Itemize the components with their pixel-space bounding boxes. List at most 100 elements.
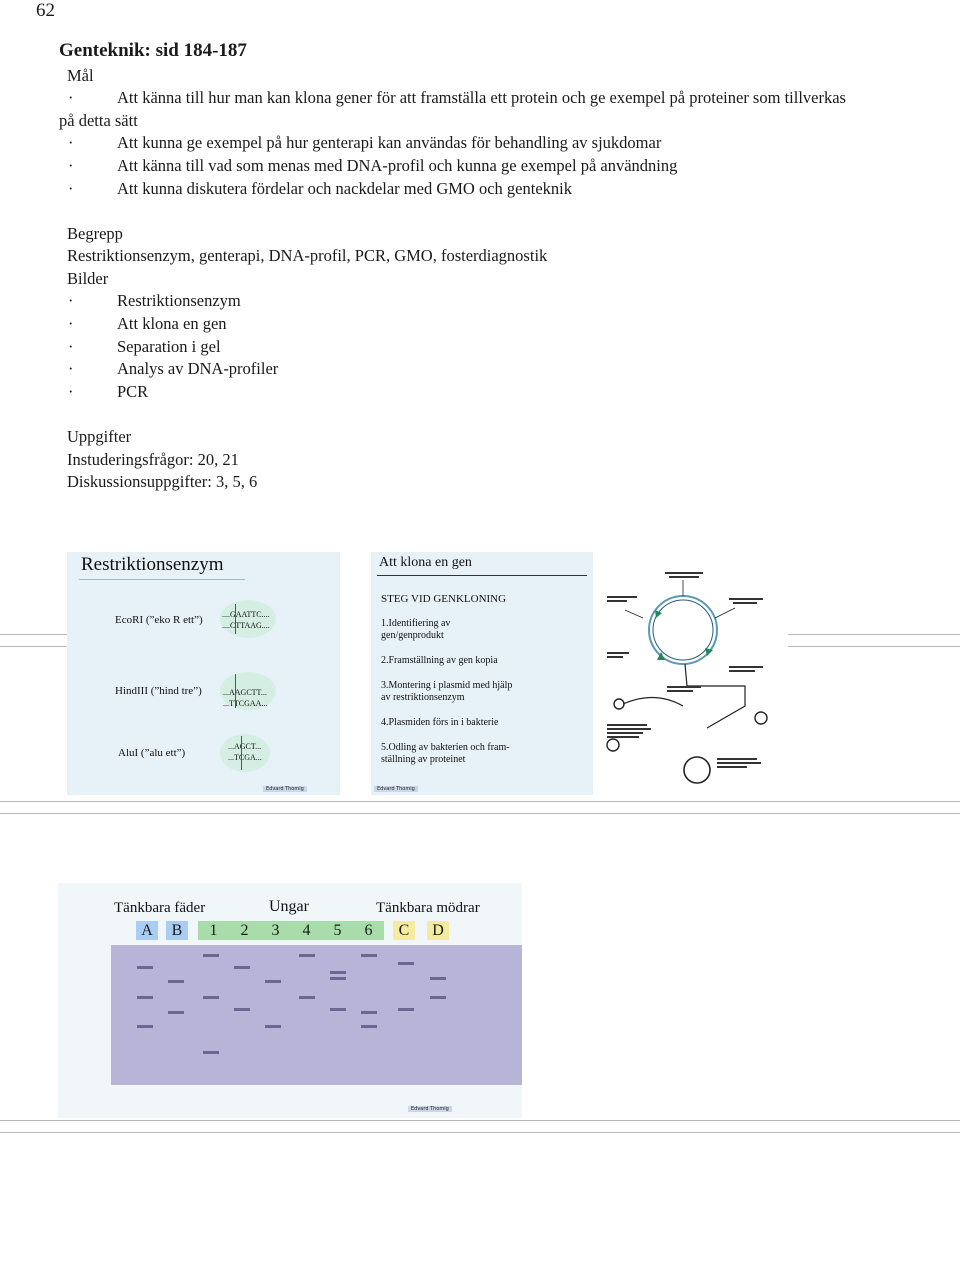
- gel: [111, 945, 522, 1085]
- concepts-text: Restriktionsenzym, genterapi, DNA-profil…: [67, 246, 548, 265]
- bacterium-shape: [683, 756, 711, 784]
- dna-blob: [220, 600, 276, 638]
- gel-band: [361, 954, 377, 957]
- arrow-marker: [655, 610, 662, 618]
- divider: [0, 1132, 960, 1133]
- title-underline: [377, 575, 587, 576]
- bullet: ·: [68, 156, 74, 175]
- goal-item: Att känna till hur man kan klona gener f…: [117, 88, 846, 107]
- slide-footer: Edvard Thomig: [374, 786, 418, 792]
- gel-band: [398, 962, 414, 965]
- plasmid-ring-inner: [652, 599, 714, 661]
- gel-band: [234, 1008, 250, 1011]
- slide-restriction-enzyme: Restriktionsenzym EcoRI (”eko R ett”) ..…: [67, 552, 340, 795]
- images-title: Bilder: [67, 269, 109, 288]
- cell-shape: [613, 698, 625, 710]
- concepts-title: Begrepp: [67, 224, 123, 243]
- gel-band: [361, 1011, 377, 1014]
- discussion-tasks: Diskussionsuppgifter: 3, 5, 6: [67, 472, 258, 491]
- slide-footer: Edvard Thomig: [263, 786, 307, 792]
- lane-label-c: C: [393, 921, 415, 940]
- step-text: 5.Odling av bakterien och fram-: [381, 742, 510, 753]
- lane-label-1: 1: [198, 921, 229, 940]
- sequence: ....CTTAAG....: [222, 621, 270, 630]
- gel-band: [330, 977, 346, 980]
- image-item: Separation i gel: [117, 337, 221, 356]
- cut-line: [235, 674, 236, 708]
- slide-title: Att klona en gen: [379, 555, 472, 570]
- gel-band: [203, 996, 219, 999]
- slide-clone-gene: Att klona en gen STEG VID GENKLONING 1.I…: [371, 552, 593, 795]
- slide-title: Restriktionsenzym: [81, 554, 224, 575]
- gel-band: [137, 966, 153, 969]
- goal-item: Att känna till vad som menas med DNA-pro…: [117, 156, 678, 175]
- enzyme-name: AluI (”alu ett”): [118, 747, 186, 759]
- gel-band: [137, 996, 153, 999]
- plasmid-diagram-svg: [606, 572, 768, 784]
- goal-item-continuation: på detta sätt: [59, 111, 138, 130]
- sequence: ...AAGCTT...: [223, 688, 267, 697]
- divider: [0, 646, 67, 647]
- bullet: ·: [68, 291, 74, 310]
- lane-label-5: 5: [322, 921, 353, 940]
- small-annotations: [607, 572, 763, 768]
- bullet: ·: [68, 133, 74, 152]
- step-text: gen/genprodukt: [381, 630, 444, 641]
- gel-band: [265, 980, 281, 983]
- bullet: ·: [68, 88, 74, 107]
- slide-plasmid-diagram: [595, 568, 788, 795]
- lane-label-3: 3: [260, 921, 291, 940]
- slide-dna-profile-gel: Tänkbara fäder Ungar Tänkbara mödrar A B…: [58, 883, 522, 1118]
- image-item: Analys av DNA-profiler: [117, 359, 279, 378]
- lane-label-d: D: [427, 921, 449, 940]
- arrow-marker: [657, 652, 665, 660]
- fathers-label: Tänkbara fäder: [114, 900, 206, 916]
- lane-label-a: A: [136, 921, 158, 940]
- study-questions: Instuderingsfrågor: 20, 21: [67, 450, 239, 469]
- gel-band: [137, 1025, 153, 1028]
- gel-band: [430, 996, 446, 999]
- sequence: ....GAATTC....: [222, 610, 270, 619]
- lane-label-4: 4: [291, 921, 322, 940]
- gel-band: [234, 966, 250, 969]
- lane-label-b: B: [166, 921, 188, 940]
- gel-band: [299, 996, 315, 999]
- title-underline: [79, 579, 245, 580]
- gel-band: [430, 977, 446, 980]
- page-title: Genteknik: sid 184-187: [59, 40, 247, 61]
- sequence: ...TCGA...: [228, 753, 262, 762]
- image-item: Att klona en gen: [117, 314, 227, 333]
- cut-line: [235, 604, 236, 634]
- pointer-line: [714, 607, 736, 619]
- arrow-marker: [705, 648, 713, 656]
- lane-label-6: 6: [353, 921, 384, 940]
- goal-item: Att kunna diskutera fördelar och nackdel…: [117, 179, 572, 198]
- enzyme-name: HindIII (”hind tre”): [115, 685, 202, 697]
- step-text: 4.Plasmiden förs in i bakterie: [381, 717, 499, 728]
- gel-band: [330, 971, 346, 974]
- bullet: ·: [68, 337, 74, 356]
- lane-label-2: 2: [229, 921, 260, 940]
- goals-title: Mål: [67, 66, 94, 85]
- gel-band: [168, 1011, 184, 1014]
- vector-path: [684, 663, 746, 729]
- sequence: ...AGCT...: [228, 742, 262, 751]
- cell-shape: [754, 711, 768, 725]
- page-number: 62: [36, 0, 55, 21]
- step-text: av restriktionsenzym: [381, 692, 465, 703]
- sequence: ...TTCGAA...: [223, 699, 268, 708]
- bullet: ·: [68, 359, 74, 378]
- cut-line: [241, 736, 242, 770]
- step-text: 3.Montering i plasmid med hjälp: [381, 680, 513, 691]
- divider: [0, 1120, 960, 1121]
- bullet: ·: [68, 179, 74, 198]
- divider: [788, 634, 960, 635]
- slide-footer: Edvard Thomig: [408, 1106, 452, 1112]
- gel-band: [203, 954, 219, 957]
- bullet: ·: [68, 314, 74, 333]
- divider: [0, 801, 960, 802]
- gel-band: [168, 980, 184, 983]
- goal-item: Att kunna ge exempel på hur genterapi ka…: [117, 133, 662, 152]
- mothers-label: Tänkbara mödrar: [376, 900, 480, 916]
- pointer-line: [624, 609, 644, 619]
